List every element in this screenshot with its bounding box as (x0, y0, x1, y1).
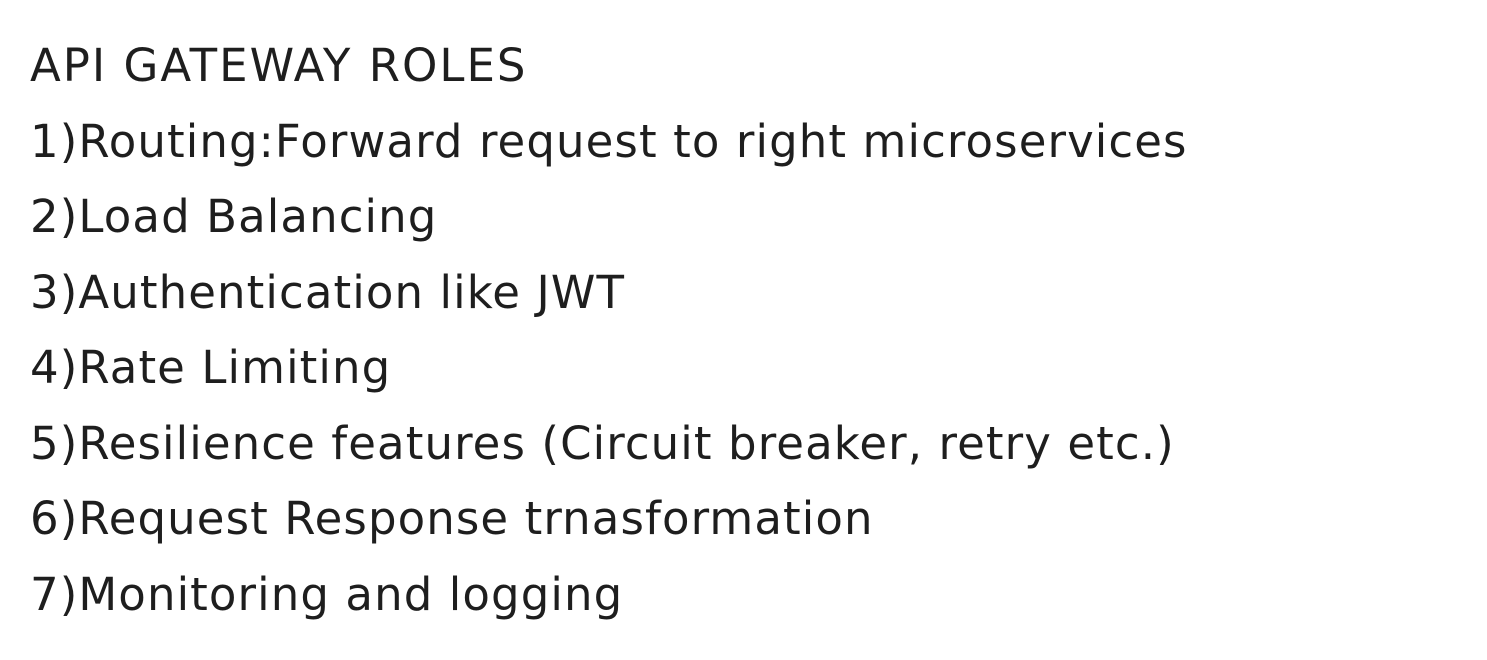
note-title: API GATEWAY ROLES (30, 39, 528, 92)
text-note[interactable]: API GATEWAY ROLES 1)Routing:Forward requ… (30, 28, 1188, 632)
list-item-load-balancing: 2)Load Balancing (30, 190, 438, 243)
list-item-transformation: 6)Request Response trnasformation (30, 492, 874, 545)
list-item-authentication: 3)Authentication like JWT (30, 265, 626, 319)
list-item-routing: 1)Routing:Forward request to right micro… (30, 114, 1188, 168)
list-item-resilience: 5)Resilience features (Circuit breaker, … (30, 416, 1175, 470)
list-item-rate-limiting: 4)Rate Limiting (30, 341, 392, 394)
list-item-monitoring: 7)Monitoring and logging (30, 567, 624, 621)
